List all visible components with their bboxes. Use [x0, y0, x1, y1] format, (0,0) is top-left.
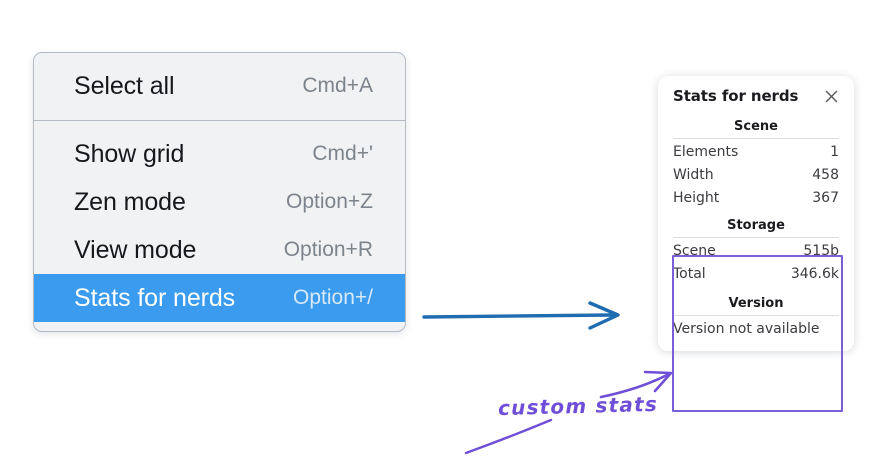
- stat-value: 1: [830, 144, 839, 160]
- section-divider: [673, 138, 839, 139]
- menu-item-label: Stats for nerds: [74, 283, 236, 312]
- custom-stats-annotation-label: custom stats: [497, 391, 659, 421]
- stat-row-elements: Elements 1: [671, 141, 841, 164]
- stats-section-version: Version Version not available: [671, 295, 841, 338]
- menu-item-view-mode[interactable]: View mode Option+R: [34, 226, 405, 274]
- stat-value: 367: [812, 190, 839, 206]
- purple-underline-stroke: [464, 418, 553, 455]
- stats-section-storage: Storage Scene 515b Total 346.6k: [671, 217, 841, 286]
- stat-row-height: Height 367: [671, 187, 841, 210]
- stat-row-storage-total: Total 346.6k: [671, 263, 841, 286]
- section-divider: [673, 315, 839, 316]
- section-heading: Storage: [727, 218, 785, 233]
- version-value: Version not available: [673, 321, 820, 337]
- stats-panel-header: Stats for nerds: [671, 87, 841, 105]
- stats-panel-title: Stats for nerds: [673, 87, 799, 105]
- menu-item-shortcut: Option+/: [293, 286, 373, 309]
- menu-item-label: Select all: [74, 71, 175, 100]
- stats-section-scene: Scene Elements 1 Width 458 Height 367: [671, 118, 841, 210]
- menu-item-label: Zen mode: [74, 187, 186, 216]
- blue-flow-arrow: [422, 301, 620, 330]
- menu-item-label: View mode: [74, 235, 197, 264]
- menu-item-shortcut: Cmd+A: [302, 74, 373, 97]
- stats-for-nerds-panel: Stats for nerds Scene Elements 1 Width 4…: [658, 76, 854, 351]
- menu-item-select-all[interactable]: Select all Cmd+A: [34, 62, 405, 110]
- menu-separator: [34, 120, 405, 121]
- stat-row-width: Width 458: [671, 164, 841, 187]
- menu-item-zen-mode[interactable]: Zen mode Option+Z: [34, 178, 405, 226]
- stat-row-storage-scene: Scene 515b: [671, 240, 841, 263]
- menu-item-stats-for-nerds[interactable]: Stats for nerds Option+/: [34, 274, 405, 322]
- stat-key: Elements: [673, 144, 739, 160]
- stat-key: Height: [673, 190, 720, 206]
- menu-item-shortcut: Option+R: [283, 238, 373, 261]
- stat-key: Scene: [673, 243, 716, 259]
- stat-key: Width: [673, 167, 714, 183]
- section-heading: Scene: [734, 119, 778, 134]
- menu-item-shortcut: Cmd+': [312, 142, 373, 165]
- menu-item-label: Show grid: [74, 139, 185, 168]
- menu-item-shortcut: Option+Z: [286, 190, 373, 213]
- context-menu[interactable]: Select all Cmd+A Show grid Cmd+' Zen mod…: [33, 52, 406, 332]
- menu-group-selection: Select all Cmd+A: [34, 53, 405, 120]
- stat-value: 515b: [803, 243, 839, 259]
- section-divider: [673, 237, 839, 238]
- stat-key: Total: [673, 266, 706, 282]
- menu-group-view: Show grid Cmd+' Zen mode Option+Z View m…: [34, 121, 405, 331]
- close-icon[interactable]: [823, 88, 840, 105]
- stat-value: 458: [812, 167, 839, 183]
- section-heading: Version: [728, 296, 784, 311]
- stat-value: 346.6k: [790, 266, 839, 282]
- menu-item-show-grid[interactable]: Show grid Cmd+': [34, 130, 405, 178]
